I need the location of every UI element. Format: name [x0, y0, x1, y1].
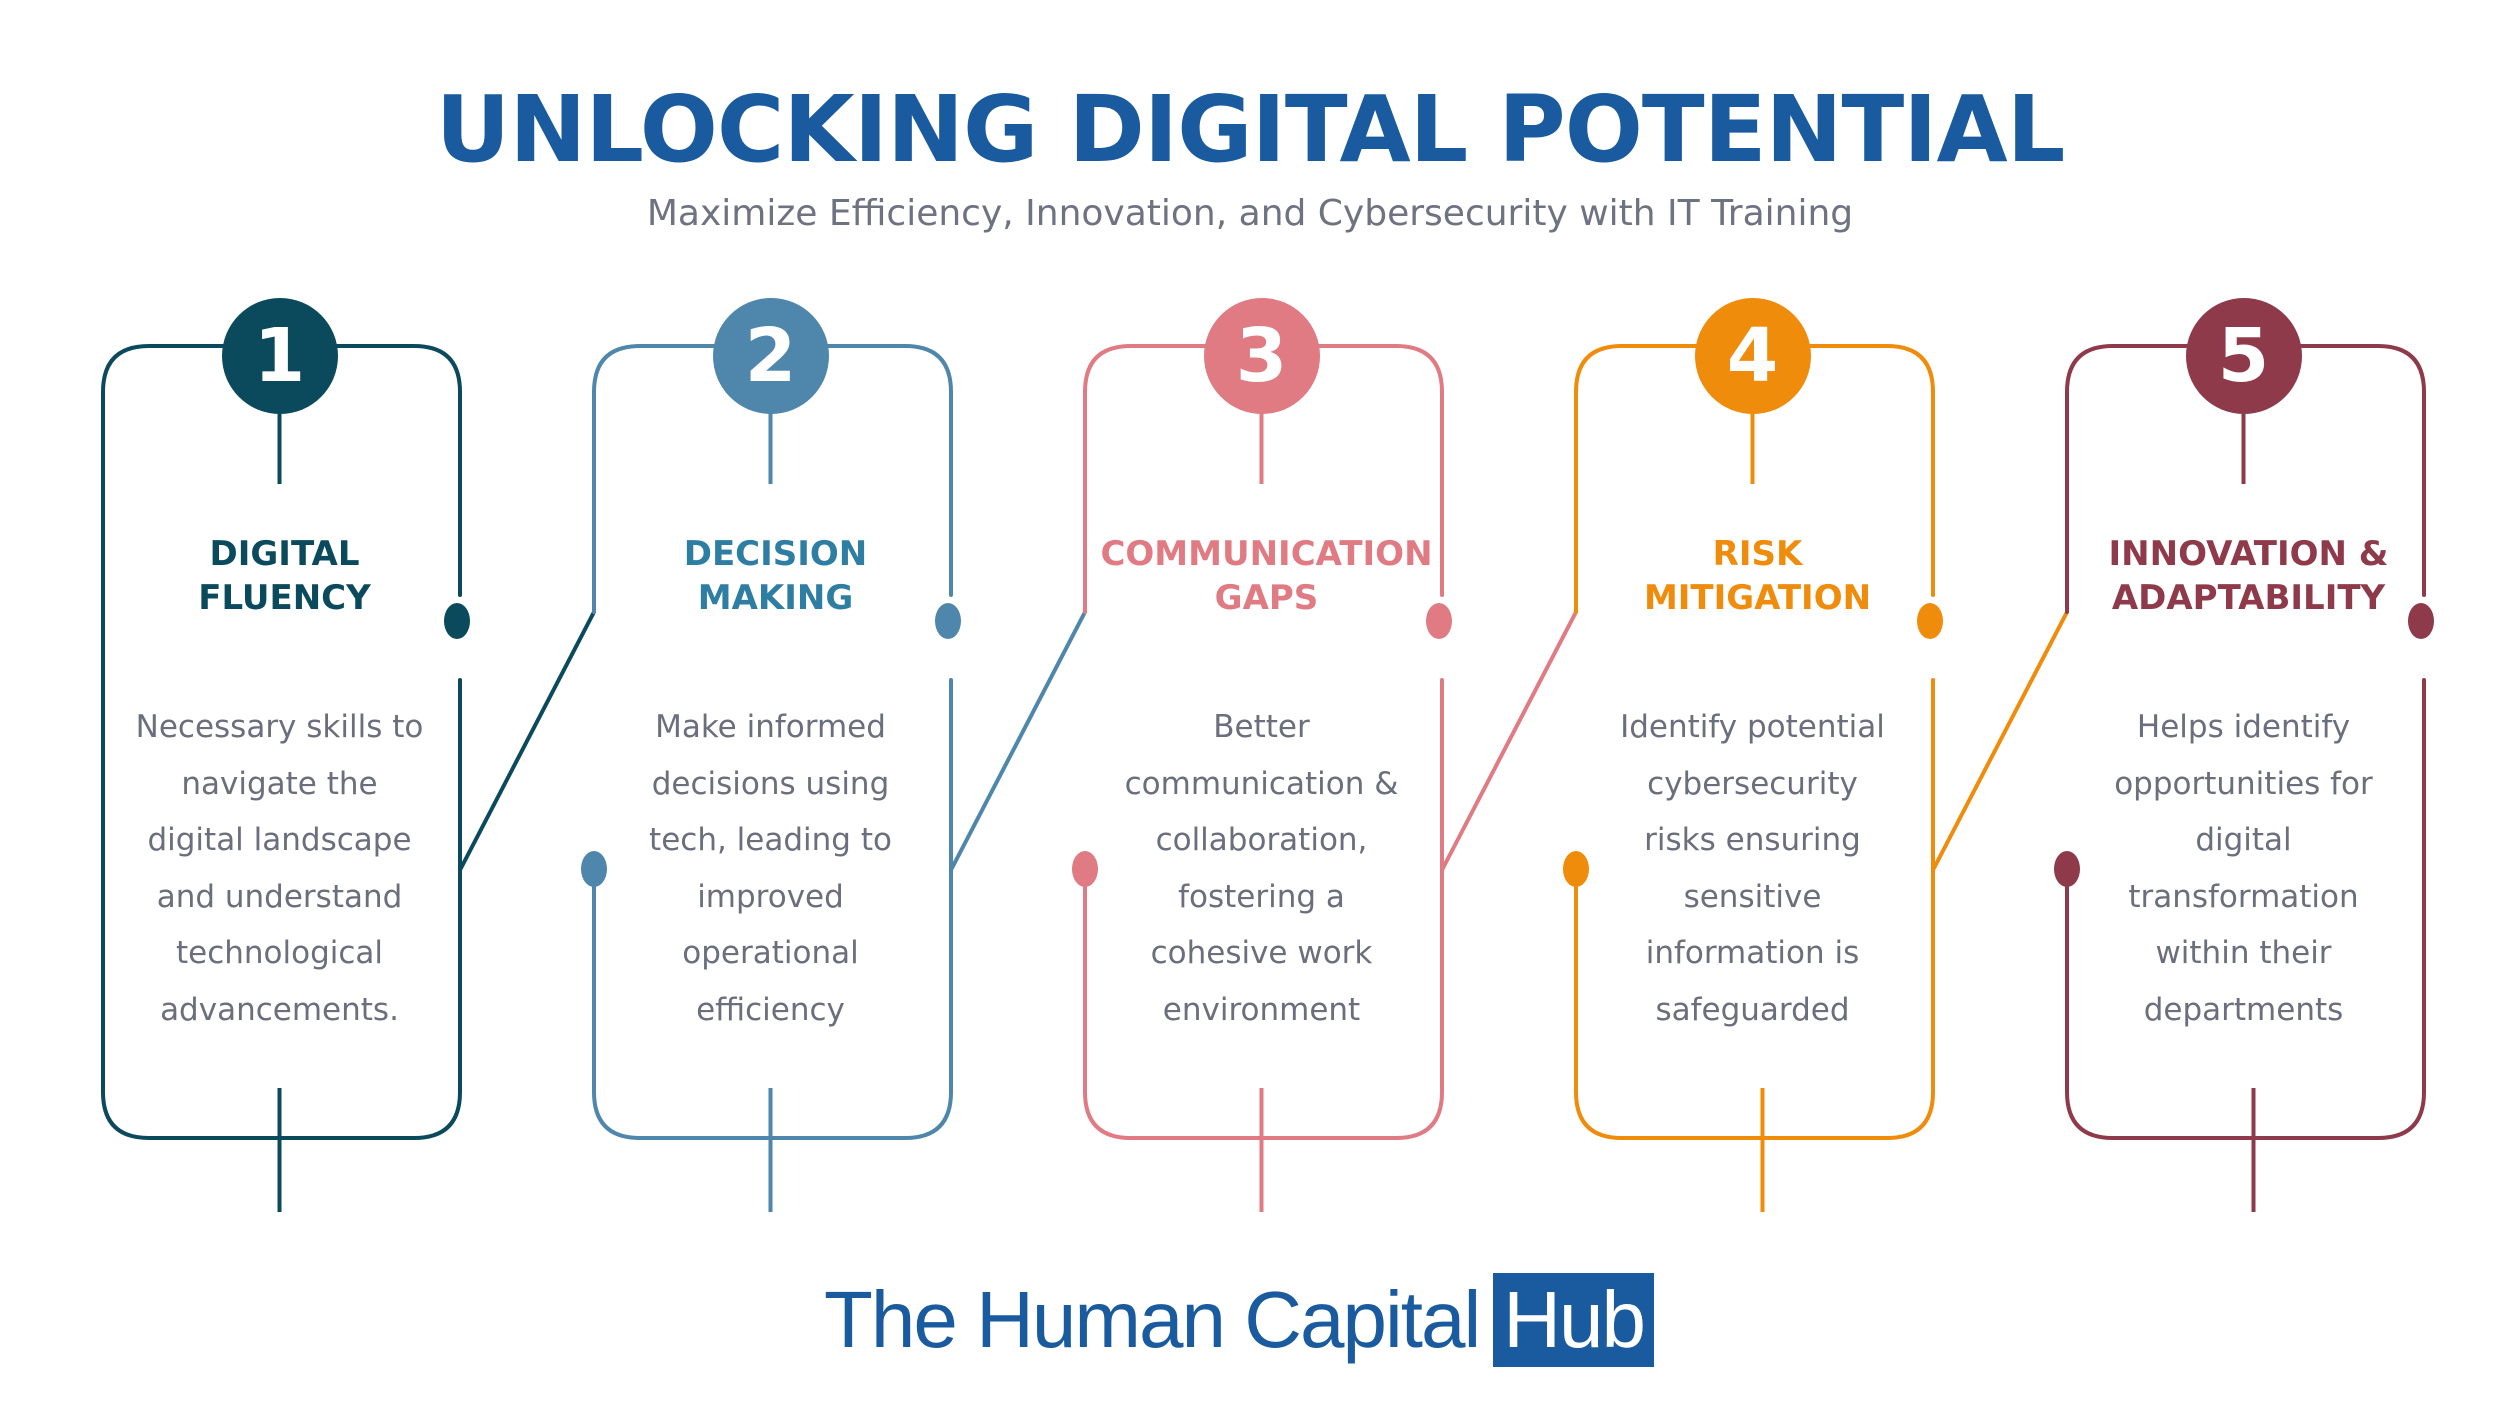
- step-description-line: information is: [1645, 935, 1860, 971]
- left-connector-dot: [2054, 851, 2080, 887]
- step-description-line: cybersecurity: [1647, 765, 1858, 802]
- step-number-badge: 2: [712, 298, 829, 414]
- step-description-line: Make informed: [655, 709, 886, 745]
- step-description-line: navigate the: [181, 765, 378, 802]
- page-subtitle: Maximize Efficiency, Innovation, and Cyb…: [646, 193, 1854, 234]
- right-connector-dot: [1917, 603, 1943, 639]
- diagonal-connector: [458, 611, 596, 871]
- right-connector-dot: [1426, 603, 1452, 639]
- step-description-line: tech, leading to: [649, 822, 892, 858]
- step-description-line: departments: [2143, 991, 2344, 1028]
- step-heading-line: GAPS: [1214, 578, 1319, 618]
- step-heading-line: FLUENCY: [198, 578, 371, 618]
- step-description-line: safeguarded: [1655, 991, 1850, 1028]
- step-heading-line: DECISION: [683, 534, 868, 574]
- logo-hub-badge: Hub: [1493, 1273, 1654, 1367]
- step-description-line: improved: [697, 878, 844, 915]
- step-description-line: digital landscape: [147, 822, 412, 858]
- logo-text: The Human Capital: [824, 1275, 1481, 1364]
- step-heading-line: DIGITAL: [209, 534, 360, 574]
- left-connector-dot: [581, 851, 607, 887]
- step-number-badge: 3: [1203, 298, 1320, 414]
- step-description-line: and understand: [156, 878, 403, 915]
- right-connector-dot: [2408, 603, 2434, 639]
- step-description-line: risks ensuring: [1644, 822, 1861, 858]
- step-description-line: technological: [175, 935, 384, 971]
- step-description-line: sensitive: [1683, 878, 1822, 915]
- step-heading-line: ADAPTABILITY: [2111, 578, 2386, 618]
- brand-logo: The Human Capital Hub: [824, 1273, 1654, 1367]
- step-heading-line: INNOVATION &: [2108, 534, 2389, 574]
- diagonal-connector: [1440, 611, 1578, 871]
- step-description-line: collaboration,: [1155, 822, 1368, 858]
- left-connector-dot: [1563, 851, 1589, 887]
- step-description-line: transformation: [2128, 878, 2359, 915]
- step-description: Better communication & collaboration, foste…: [1102, 699, 1422, 1038]
- step-number-badge: 1: [221, 298, 338, 414]
- step-description: Necessary skills to navigate the digital l…: [120, 699, 440, 1038]
- step-number-badge: 5: [2185, 298, 2302, 414]
- step-heading-line: RISK: [1712, 534, 1803, 574]
- step-description-line: within their: [2155, 935, 2332, 971]
- step-description-line: communication &: [1124, 765, 1399, 802]
- step-heading-line: COMMUNICATION: [1100, 534, 1433, 574]
- step-heading-line: MITIGATION: [1643, 578, 1872, 618]
- step-description: Helps identify opportunities for digital tr…: [2084, 699, 2404, 1038]
- step-description: Identify potential cybersecurity risks ens…: [1593, 699, 1913, 1038]
- step-description-line: digital: [2195, 822, 2292, 858]
- step-description-line: Identify potential: [1620, 709, 1885, 745]
- step-description-line: opportunities for: [2114, 765, 2373, 802]
- step-heading-line: MAKING: [697, 578, 854, 618]
- right-connector-dot: [444, 603, 470, 639]
- step-description-line: operational: [682, 935, 859, 971]
- step-description-line: fostering a: [1178, 878, 1345, 915]
- left-connector-dot: [1072, 851, 1098, 887]
- step-description-line: decisions using: [651, 765, 890, 802]
- right-connector-dot: [935, 603, 961, 639]
- diagonal-connector: [949, 611, 1087, 871]
- step-number-badge: 4: [1694, 298, 1811, 414]
- step-description-line: efficiency: [696, 991, 845, 1028]
- diagonal-connector: [1931, 611, 2069, 871]
- step-description-line: environment: [1162, 991, 1361, 1028]
- step-description-line: Better: [1213, 709, 1310, 745]
- step-description-line: Helps identify: [2136, 709, 2351, 745]
- step-description: Make informed decisions using tech, leadin…: [611, 699, 931, 1038]
- page-title: UNLOCKING DIGITAL POTENTIAL: [435, 76, 2066, 183]
- step-description-line: cohesive work: [1150, 935, 1373, 971]
- step-description-line: Necessary skills to: [135, 709, 424, 745]
- step-heading: INNOVATION &ADAPTABILITY: [2079, 532, 2419, 620]
- step-description-line: advancements.: [160, 991, 399, 1028]
